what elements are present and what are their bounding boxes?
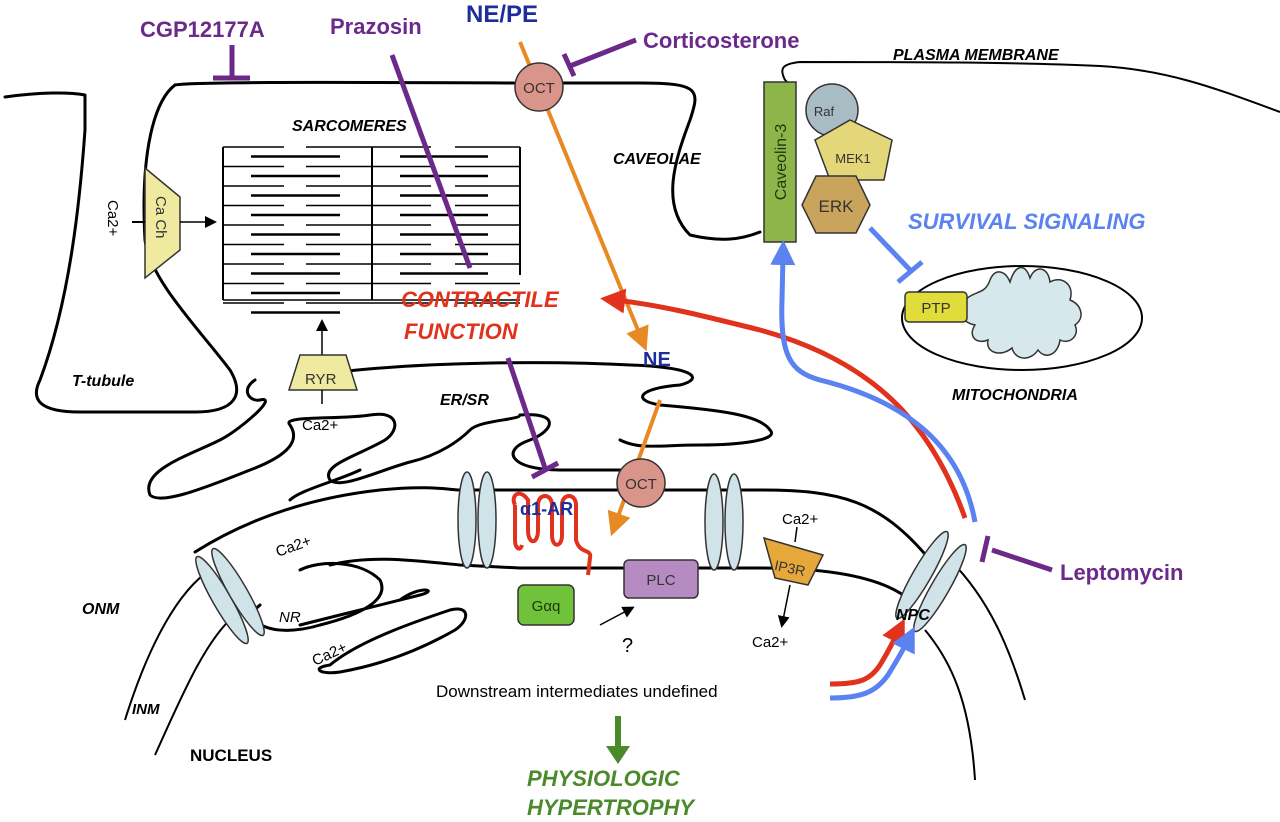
ip3-receptor xyxy=(762,536,825,586)
ca-ion-label-nr-upper: Ca2+ xyxy=(274,532,314,560)
ca-ion-label-ryr: Ca2+ xyxy=(302,417,339,434)
ip3r-release-arrow xyxy=(777,584,791,628)
nuclear-pore-complex-center-left xyxy=(457,471,497,569)
npc-right-inner xyxy=(924,629,976,781)
onm-label: ONM xyxy=(82,601,120,618)
oct-transporter-nuclear xyxy=(616,458,666,508)
drug-cgp12177a: CGP12177A xyxy=(140,17,265,42)
mitochondria-label: MITOCHONDRIA xyxy=(952,387,1078,404)
hypertrophy-line2: HYPERTROPHY xyxy=(527,795,696,820)
prazosin-er-line xyxy=(505,357,548,469)
drug-prazosin: Prazosin xyxy=(330,14,422,39)
plc-label: PLC xyxy=(646,572,675,589)
npc-label: NPC xyxy=(896,607,930,624)
drug-corticosterone: Corticosterone xyxy=(643,28,799,53)
leptomycin-inhibitor xyxy=(991,547,1053,573)
contractile-function-line1: CONTRACTILE xyxy=(401,287,560,312)
mitochondria-cristae xyxy=(960,266,1082,359)
ptp-pore xyxy=(904,291,968,323)
nuclear-pore-complex-right xyxy=(895,530,967,633)
er-sr-lumen-1 xyxy=(147,378,522,500)
survival-signal-path xyxy=(770,240,978,523)
er-sr-lumen-3 xyxy=(193,468,462,554)
ryanodine-receptor xyxy=(287,319,359,404)
mek1-label: MEK1 xyxy=(835,151,870,166)
ligand-ne-pe: NE/PE xyxy=(466,1,538,28)
nuclear-pore-complex-left xyxy=(195,547,265,645)
contractile-signal-path xyxy=(600,288,968,519)
ca-ion-label-ip3r-upper: Ca2+ xyxy=(782,511,819,528)
downstream-blue-arrow xyxy=(829,626,915,701)
plasma-membrane-right xyxy=(781,60,1280,113)
drug-leptomycin: Leptomycin xyxy=(1060,560,1183,585)
ca-ion-label-ttubule: Ca2+ xyxy=(104,200,121,237)
caveolae-label: CAVEOLAE xyxy=(613,151,702,168)
prazosin-er-bar xyxy=(530,460,560,480)
er-sr-membrane xyxy=(328,361,774,448)
ca-ion-label-ip3r-lower: Ca2+ xyxy=(752,634,789,651)
ryr-label: RYR xyxy=(305,371,337,388)
erk-inhibits-ptp-bar xyxy=(896,260,924,284)
sarcomeres xyxy=(222,146,521,314)
hypertrophy-arrow-head xyxy=(606,746,630,764)
t-tubule-label: T-tubule xyxy=(72,373,134,390)
gaq-to-plc-arrow xyxy=(599,606,635,626)
ip3r-label: IP3R xyxy=(773,557,807,579)
leptomycin-inhibitor-bar xyxy=(979,535,991,563)
gaq-label: Gαq xyxy=(532,598,561,615)
ca-ch-label: Ca Ch xyxy=(152,196,169,239)
ptp-label: PTP xyxy=(921,300,950,317)
prazosin-line xyxy=(389,54,473,269)
plasma-membrane-label: PLASMA MEMBRANE xyxy=(893,47,1060,64)
caveolin-label: Caveolin-3 xyxy=(773,124,790,201)
alpha1-ar-label: α1-AR xyxy=(520,499,573,519)
contractile-function-line2: FUNCTION xyxy=(404,319,519,344)
ip3r-upper-tether xyxy=(794,526,798,543)
nucleus-label: NUCLEUS xyxy=(190,746,272,765)
downstream-intermediates-label: Downstream intermediates undefined xyxy=(436,682,718,701)
nuclear-pore-complex-center-right xyxy=(704,473,744,571)
corticosterone-inhibitor-bar xyxy=(561,52,577,78)
ligand-ne: NE xyxy=(643,349,671,371)
raf-label: Raf xyxy=(814,104,835,119)
plasma-membrane-top xyxy=(173,80,762,241)
hypertrophy-line1: PHYSIOLOGIC xyxy=(527,766,681,791)
erk-inhibits-ptp xyxy=(868,226,914,274)
unknown-step-label: ? xyxy=(622,635,633,657)
inm-left xyxy=(154,614,236,756)
corticosterone-inhibitor xyxy=(569,37,637,69)
inm-label: INM xyxy=(132,701,160,718)
ca-ion-label-nr-lower: Ca2+ xyxy=(310,639,350,670)
survival-signaling-label: SURVIVAL SIGNALING xyxy=(908,209,1146,234)
plc-enzyme xyxy=(623,559,699,599)
er-sr-label: ER/SR xyxy=(440,392,489,409)
onm-left xyxy=(124,569,211,721)
npc-right-outer xyxy=(949,559,1026,701)
erk-kinase xyxy=(801,175,871,234)
alpha1-adrenergic-receptor xyxy=(511,491,593,576)
er-sr-lumen-2 xyxy=(511,413,622,472)
sarcomeres-label: SARCOMERES xyxy=(292,118,407,135)
erk-label: ERK xyxy=(819,197,855,216)
gaq-protein xyxy=(517,584,575,626)
nr-label: NR xyxy=(279,609,301,626)
oct-transporter-top xyxy=(514,62,564,112)
oct-top-label: OCT xyxy=(523,80,555,97)
oct-nuclear-label: OCT xyxy=(625,476,657,493)
calcium-channel xyxy=(132,166,217,280)
caveolin-3 xyxy=(763,81,797,243)
